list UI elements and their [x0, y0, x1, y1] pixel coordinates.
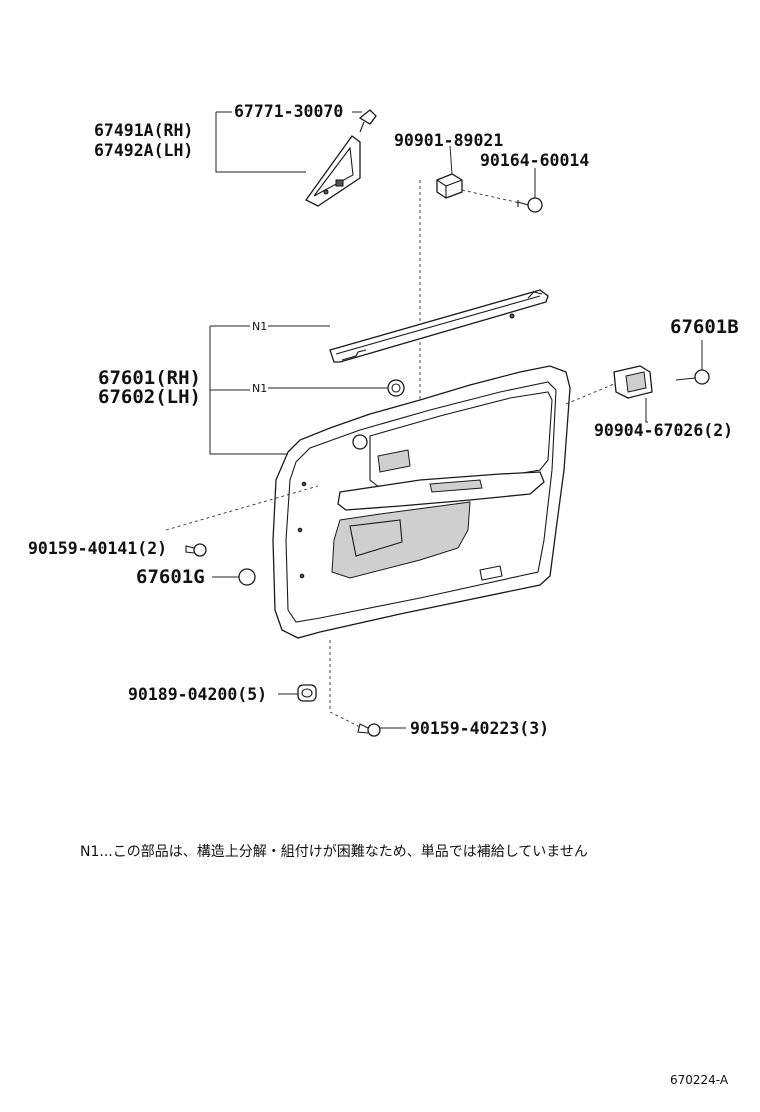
screw-90164-icon — [517, 197, 543, 213]
label-90901: 90901-89021 — [394, 131, 503, 150]
label-n1-top: N1 — [252, 320, 267, 333]
clip-button-part — [387, 379, 405, 397]
label-90159-40141: 90159-40141(2) — [28, 539, 167, 558]
belt-moulding-strip — [329, 289, 549, 363]
label-67771: 67771-30070 — [234, 102, 343, 121]
footnote-n1: N1...この部品は、構造上分解・組付けが困難なため、単品では補給していません — [80, 844, 588, 860]
label-n1-mid: N1 — [252, 382, 267, 395]
clip-67771-icon — [358, 109, 377, 133]
label-67602: 67602(LH) — [98, 386, 201, 408]
switch-bracket-part — [613, 365, 653, 399]
label-90159-40223: 90159-40223(3) — [410, 719, 549, 738]
label-67601b: 67601B — [670, 316, 739, 338]
cap-67601g-icon — [238, 568, 256, 586]
label-67491: 67491A(RH) — [94, 121, 193, 140]
clip-90159-40141-icon — [185, 543, 207, 557]
grommet-90189-icon — [297, 684, 317, 702]
screw-90159-40223-icon — [357, 723, 381, 737]
label-67601g: 67601G — [136, 566, 205, 588]
label-90189: 90189-04200(5) — [128, 685, 267, 704]
retainer-90901-icon — [436, 173, 463, 199]
triangle-cover-part — [305, 135, 361, 207]
label-67601: 67601(RH) — [98, 367, 201, 389]
screw-67601b-icon — [675, 369, 710, 385]
label-67492: 67492A(LH) — [94, 141, 193, 160]
door-trim-panel — [272, 365, 571, 639]
label-90164: 90164-60014 — [480, 151, 589, 170]
label-90904: 90904-67026(2) — [594, 421, 733, 440]
figure-code: 670224-A — [670, 1073, 729, 1087]
